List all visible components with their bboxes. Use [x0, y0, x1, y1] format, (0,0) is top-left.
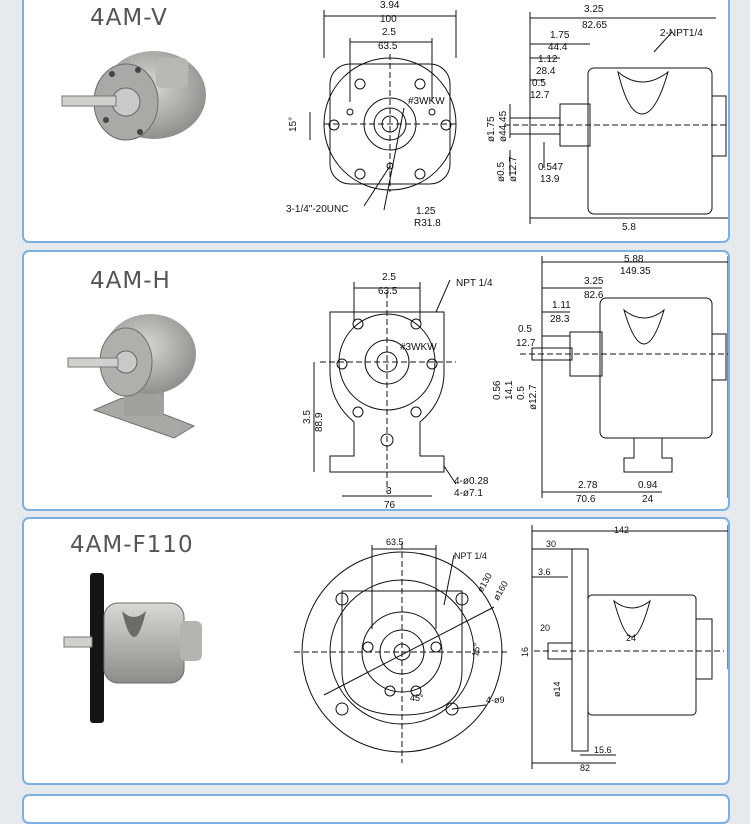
dim-label: 3.94 — [380, 0, 400, 11]
dim-label: 0.5 — [532, 78, 546, 89]
panel-4am-v: 4AM-V — [22, 0, 730, 243]
dimension-drawing: 2.5 63.5 NPT 1/4 #3WKW 3.5 88.9 3 76 4-ø… — [302, 254, 728, 511]
dim-label: ø160 — [491, 579, 510, 602]
dim-label: #3WKW — [400, 342, 437, 353]
dim-label: 3.5 — [302, 410, 313, 424]
dim-label: #3WKW — [408, 96, 445, 107]
dim-label: ø14 — [552, 681, 562, 697]
dim-label: 28.4 — [536, 66, 556, 77]
dim-label: 2.5 — [382, 27, 396, 38]
dim-label: 63.5 — [378, 286, 398, 297]
dim-label: 15.6 — [594, 745, 612, 755]
dim-label: 1.75 — [550, 30, 570, 41]
dim-label: 82 — [580, 763, 590, 773]
dim-label: ø0.5 — [496, 162, 507, 182]
dim-label: 13.9 — [540, 174, 560, 185]
dim-label: 15° — [470, 642, 482, 658]
panel-4am-h: 4AM-H — [22, 250, 730, 511]
dim-label: 76 — [384, 500, 396, 511]
dim-label: ø44.45 — [498, 110, 509, 142]
dim-label: 1.11 — [552, 300, 571, 311]
product-photo — [63, 573, 202, 723]
dim-label: 4-ø7.1 — [454, 488, 483, 499]
dim-label: 16 — [520, 647, 530, 657]
dim-label: 20 — [540, 623, 550, 633]
product-photo — [61, 51, 206, 141]
dim-label: NPT 1/4 — [456, 278, 493, 289]
dim-label: 63.5 — [378, 41, 398, 52]
dim-label: 1.12 — [538, 54, 558, 65]
dim-label: 4-ø9 — [486, 695, 505, 705]
dim-label: NPT 1/4 — [454, 551, 487, 561]
dim-label: ø12.7 — [528, 384, 539, 410]
dim-label: 28.3 — [550, 314, 570, 325]
dim-label: 5.8 — [622, 222, 636, 233]
dim-label: 3.25 — [584, 276, 604, 287]
dimension-drawing: 63.5 NPT 1/4 ø130 ø160 15° 45° 4-ø9 142 … — [294, 525, 728, 773]
dim-label: 14.1 — [504, 380, 515, 400]
dim-label: 0.5 — [516, 386, 527, 400]
model-title: 4AM-V — [90, 5, 168, 31]
dim-label: 0.5 — [518, 324, 532, 335]
model-title: 4AM-H — [90, 268, 171, 294]
dim-label: 88.9 — [314, 412, 325, 432]
dim-label: 0.56 — [492, 380, 503, 400]
dim-label: ø1.75 — [486, 116, 497, 142]
dim-label: 2-NPT1/4 — [660, 28, 703, 39]
dimension-drawing: 3.94 100 2.5 63.5 15° #3WKW 3-1/4"-20UNC… — [286, 0, 728, 233]
dim-label: 2.78 — [578, 480, 598, 491]
dim-label: 63.5 — [386, 537, 404, 547]
dim-label: 45° — [410, 693, 424, 703]
dim-label: 82.65 — [582, 20, 607, 31]
dim-label: 24 — [626, 633, 636, 643]
dim-label: 15° — [288, 117, 299, 132]
product-photo — [67, 314, 196, 439]
dim-label: 3.6 — [538, 567, 551, 577]
dim-label: 82.6 — [584, 290, 604, 301]
dim-label: 3-1/4"-20UNC — [286, 204, 348, 215]
dim-label: ø130 — [475, 571, 494, 594]
dim-label: 2.5 — [382, 272, 396, 283]
dim-label: 3 — [386, 486, 392, 497]
dim-label: 0.94 — [638, 480, 658, 491]
dim-label: 24 — [642, 494, 654, 505]
dim-label: R31.8 — [414, 218, 441, 229]
dim-label: 100 — [380, 14, 397, 25]
dim-label: 44.4 — [548, 42, 568, 53]
dim-label: 12.7 — [530, 90, 550, 101]
dim-label: 30 — [546, 539, 556, 549]
dim-label: 3.25 — [584, 4, 604, 15]
model-title: 4AM-F110 — [70, 532, 194, 558]
dim-label: ø12.7 — [508, 156, 519, 182]
dim-label: 1.25 — [416, 206, 436, 217]
dim-label: 70.6 — [576, 494, 596, 505]
dim-label: 4-ø0.28 — [454, 476, 489, 487]
dim-label: 0.547 — [538, 162, 563, 173]
panel-next — [22, 794, 730, 824]
dim-label: 142 — [614, 525, 629, 535]
dim-label: 5.88 — [624, 254, 644, 265]
panel-4am-f110: 4AM-F110 — [22, 517, 730, 785]
dim-label: 12.7 — [516, 338, 536, 349]
dim-label: 149.35 — [620, 266, 651, 277]
